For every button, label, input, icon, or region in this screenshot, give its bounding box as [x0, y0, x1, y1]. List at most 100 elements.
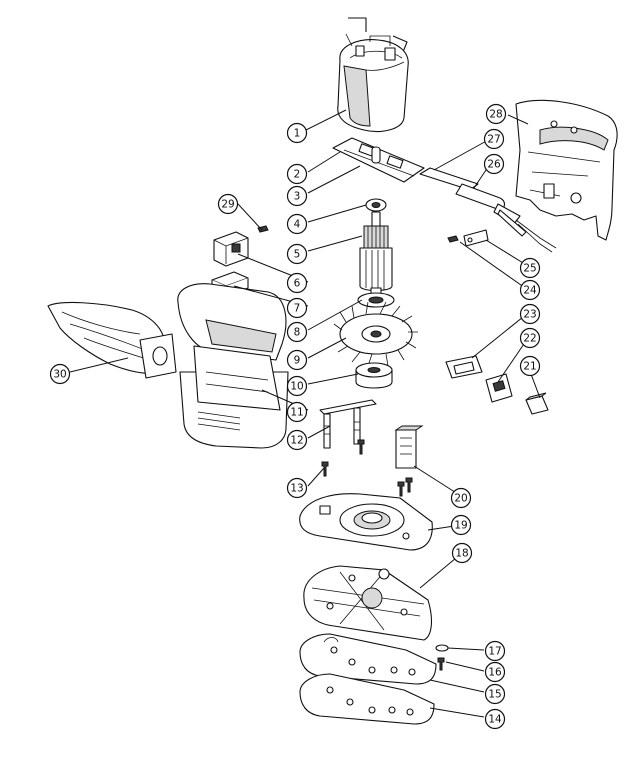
callout-numbers: 1234567891011121314151617181920212223242… — [49, 103, 541, 730]
callout-circle — [519, 257, 541, 279]
callout-27: 27 — [483, 128, 505, 150]
callout-circle — [286, 122, 308, 144]
callout-number: 14 — [488, 714, 502, 726]
callout-number: 15 — [488, 689, 501, 701]
callout-number: 20 — [454, 493, 467, 505]
sanding-sheet-upper — [299, 633, 437, 685]
callout-10: 10 — [286, 375, 308, 397]
callout-number: 1 — [294, 128, 301, 140]
callout-8: 8 — [286, 321, 308, 343]
callout-number: 22 — [523, 333, 536, 345]
callout-circle — [484, 708, 506, 730]
callout-1: 1 — [286, 122, 308, 144]
callout-circle — [286, 272, 308, 294]
callout-2: 2 — [286, 163, 308, 185]
callout-19: 19 — [450, 514, 472, 536]
callout-number: 27 — [487, 134, 500, 146]
callout-number: 28 — [489, 109, 502, 121]
cooling-fan — [333, 301, 418, 367]
callout-12: 12 — [286, 429, 308, 451]
callout-24: 24 — [519, 279, 541, 301]
callout-15: 15 — [484, 683, 506, 705]
callout-circle — [286, 477, 308, 499]
callout-28: 28 — [485, 103, 507, 125]
callout-23: 23 — [519, 303, 541, 325]
callout-number: 10 — [290, 381, 303, 393]
callout-18: 18 — [451, 542, 473, 564]
callout-number: 30 — [53, 369, 66, 381]
callout-14: 14 — [484, 708, 506, 730]
callout-16: 16 — [484, 661, 506, 683]
callout-circle — [519, 279, 541, 301]
callout-circle — [286, 321, 308, 343]
callout-number: 24 — [523, 285, 537, 297]
callout-circle — [217, 193, 239, 215]
callout-circle — [49, 363, 71, 385]
callout-number: 18 — [455, 548, 468, 560]
dust-bag — [47, 301, 177, 379]
callout-circle — [519, 327, 541, 349]
callout-circle — [484, 661, 506, 683]
callout-25: 25 — [519, 257, 541, 279]
power-cord — [419, 167, 557, 253]
callout-number: 13 — [290, 483, 303, 495]
brush-holder-plate — [332, 137, 425, 183]
bearing-bracket — [319, 399, 377, 449]
armature-bearing — [357, 292, 395, 308]
base-plate-upper — [299, 493, 433, 551]
callout-5: 5 — [286, 243, 308, 265]
callout-number: 12 — [290, 435, 303, 447]
counterweight — [355, 362, 393, 389]
callout-4: 4 — [286, 213, 308, 235]
callout-number: 3 — [294, 191, 301, 203]
callout-29: 29 — [217, 193, 239, 215]
callout-circle — [286, 297, 308, 319]
callout-circle — [286, 243, 308, 265]
housing-right-half — [515, 99, 618, 241]
callout-circle — [451, 542, 473, 564]
callout-7: 7 — [286, 297, 308, 319]
callout-circle — [450, 514, 472, 536]
callout-number: 19 — [454, 520, 467, 532]
callout-circle — [286, 213, 308, 235]
callout-number: 16 — [488, 667, 502, 679]
callout-number: 23 — [523, 309, 536, 321]
callout-3: 3 — [286, 185, 308, 207]
callout-11: 11 — [286, 401, 308, 423]
callout-30: 30 — [49, 363, 71, 385]
callout-6: 6 — [286, 272, 308, 294]
callout-number: 17 — [488, 646, 501, 658]
switch-components — [445, 229, 549, 415]
callout-number: 7 — [294, 303, 301, 315]
callout-circle — [286, 163, 308, 185]
callout-circle — [485, 103, 507, 125]
callout-number: 6 — [294, 278, 301, 290]
callout-circle — [450, 487, 472, 509]
callout-circle — [286, 375, 308, 397]
callout-circle — [483, 128, 505, 150]
callout-number: 9 — [294, 355, 301, 367]
callout-number: 29 — [221, 199, 234, 211]
callout-number: 2 — [294, 169, 301, 181]
callout-26: 26 — [483, 153, 505, 175]
callout-17: 17 — [484, 640, 506, 662]
callout-22: 22 — [519, 327, 541, 349]
callout-circle — [484, 683, 506, 705]
clamp-spring — [394, 425, 424, 469]
callout-number: 5 — [294, 249, 301, 261]
callout-circle — [483, 153, 505, 175]
screws — [257, 225, 459, 671]
callout-number: 4 — [294, 219, 301, 231]
sander-main-housing — [177, 283, 289, 449]
armature-rotor — [359, 211, 393, 297]
callout-circle — [484, 640, 506, 662]
callout-number: 11 — [290, 407, 303, 419]
callout-circle — [519, 303, 541, 325]
callout-9: 9 — [286, 349, 308, 371]
callout-circle — [286, 401, 308, 423]
stator-field-coil — [337, 17, 409, 133]
callout-20: 20 — [450, 487, 472, 509]
callout-number: 25 — [523, 263, 536, 275]
callout-circle — [286, 185, 308, 207]
